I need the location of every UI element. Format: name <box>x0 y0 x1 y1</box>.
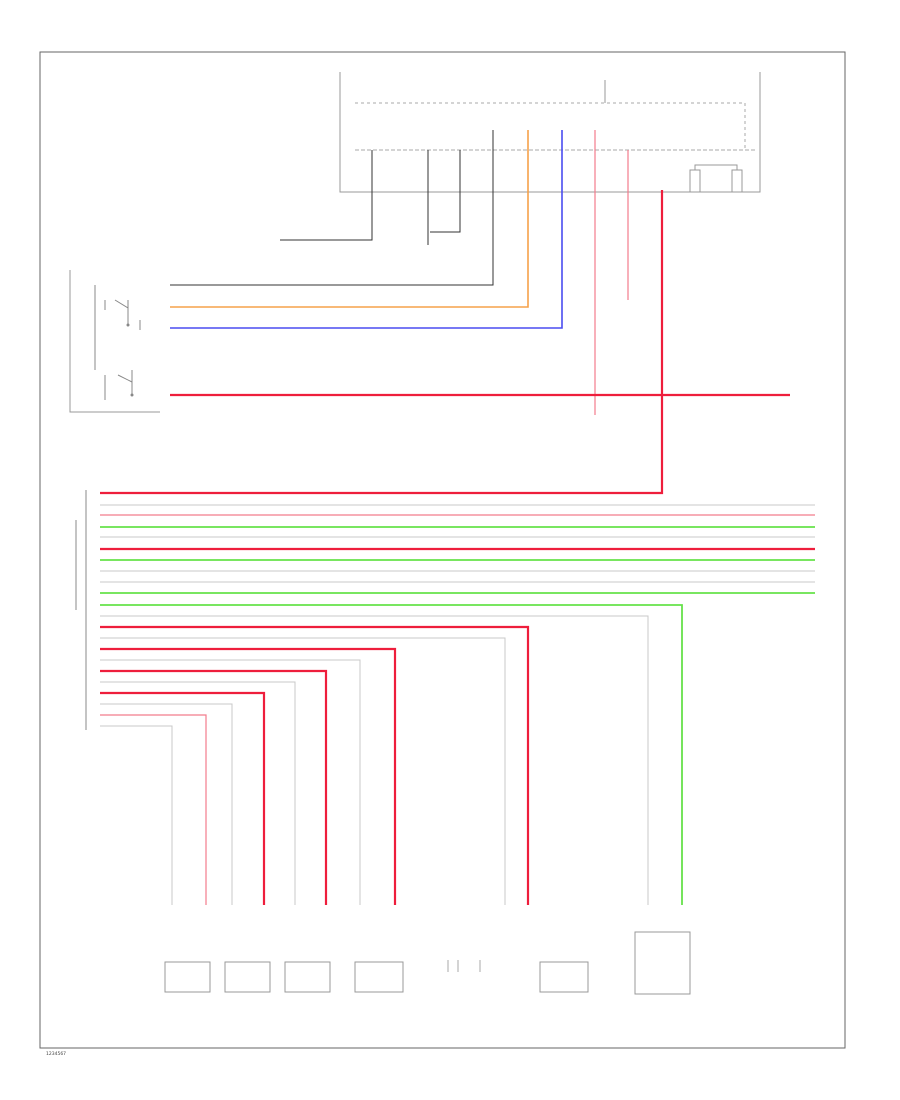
component-6 <box>634 931 691 995</box>
light-switch-assembly <box>69 270 160 413</box>
wire-harness-gray-drop-4 <box>100 681 296 905</box>
component-5 <box>539 961 589 993</box>
wire-harness-red-drop-4 <box>100 691 266 905</box>
wire-top-drop-blue <box>170 130 563 329</box>
indicator-lamp-2 <box>731 169 743 193</box>
bottom-components <box>164 931 691 995</box>
diagram-code: 1234567 <box>46 1051 66 1057</box>
wire-top-drop-4 <box>170 130 494 286</box>
wire-harness-gray-drop-3 <box>100 659 361 905</box>
wire-top-drop-orange <box>170 130 529 308</box>
wire-group <box>100 130 815 905</box>
wire-harness-gray-drop <box>100 615 649 905</box>
component-4 <box>354 961 404 993</box>
wire-harness-green-drop <box>100 604 683 905</box>
top-module <box>339 72 761 193</box>
wire-harness-red-drop-3 <box>100 669 328 905</box>
wire-harness-gray-drop-6 <box>100 725 173 905</box>
component-2 <box>224 961 271 993</box>
wire-harness-gray-drop-5 <box>100 703 233 905</box>
diagram-frame <box>39 51 846 1049</box>
wire-top-drop-1 <box>280 150 373 241</box>
wire-top-drop-red <box>100 190 664 495</box>
combination-switch-connector <box>75 490 87 730</box>
component-1 <box>164 961 211 993</box>
wire-top-drop-3 <box>430 150 461 233</box>
wire-harness-red-drop-2 <box>100 647 397 905</box>
indicator-lamp-1 <box>689 169 701 193</box>
component-3 <box>284 961 331 993</box>
wire-harness-gray-drop-2 <box>100 637 506 905</box>
wire-harness-red-drop <box>100 625 530 905</box>
wire-harness-pink-drop <box>100 714 207 905</box>
